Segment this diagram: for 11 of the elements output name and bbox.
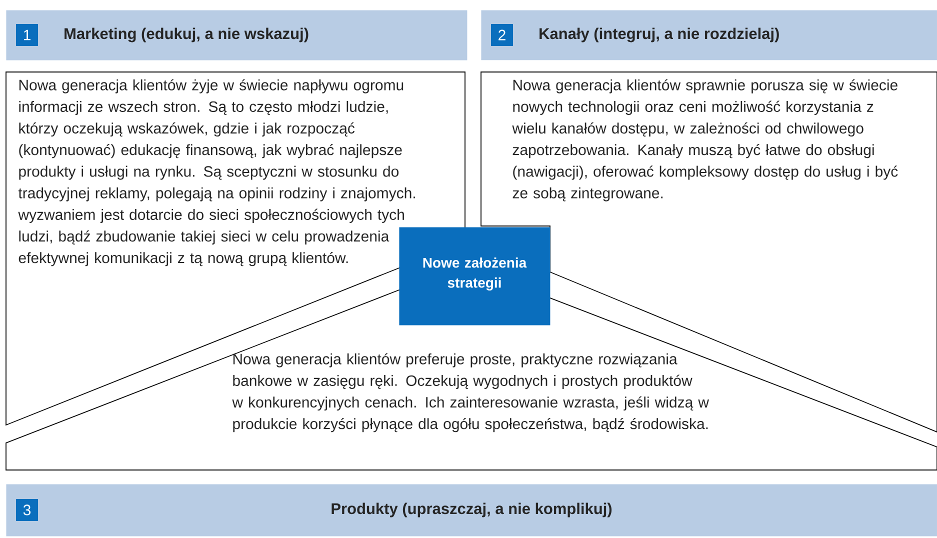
header-title: Marketing (edukuj, a nie wskazuj) — [64, 28, 308, 42]
number-badge: 3 — [16, 499, 38, 521]
text-panel: Nowa generacja klientów preferuje proste, praktyczne rozwiązania bankowe w zasięgu ręki. Oczekują wygodnych i prostych produktów w konkurencyjnych cenach. Ich zainteresowanie wzrasta, jeśli widzą w produkcie korzyści płynące dla ogółu społeczeństwa, bądź środowiska. — [6, 290, 937, 470]
number-badge: 2 — [491, 24, 513, 46]
header-band — [6, 10, 468, 60]
number-badge: 1 — [16, 24, 38, 46]
header-title: Kanały (integruj, a nie rozdzielaj) — [540, 28, 779, 42]
header-band — [6, 484, 937, 536]
header-title: Produkty (upraszczaj, a nie komplikuj) — [332, 502, 612, 518]
center-box: Nowe założenia strategii — [399, 227, 550, 326]
header-band — [481, 10, 937, 60]
